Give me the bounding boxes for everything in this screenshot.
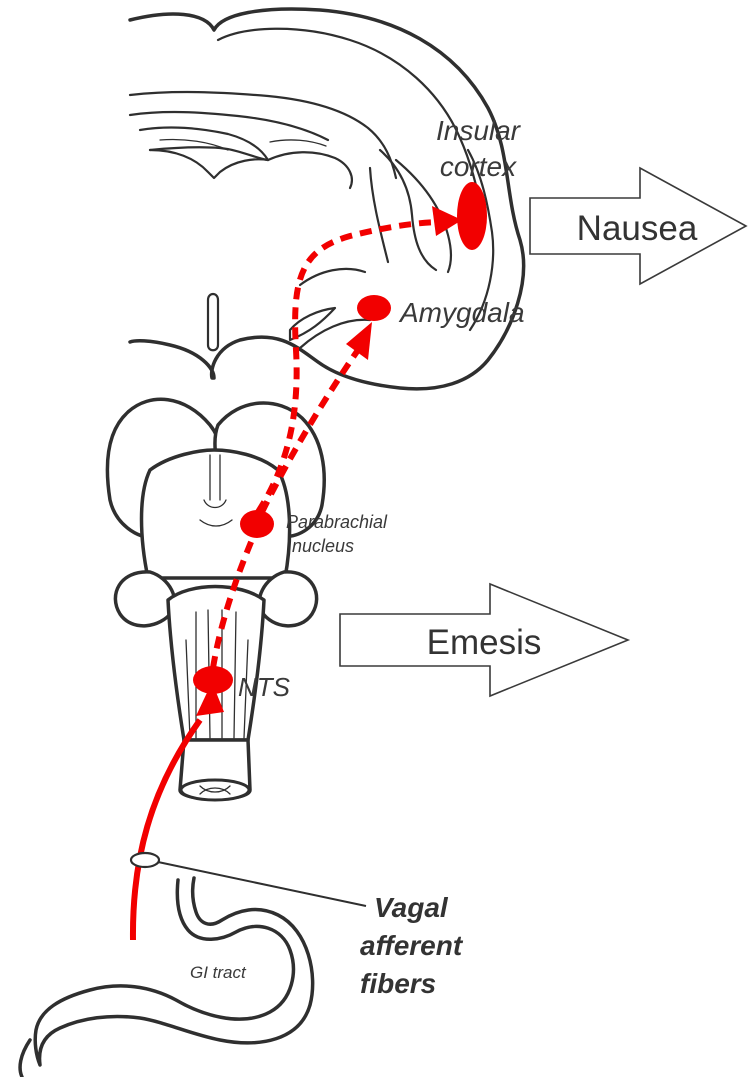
insular-cortex-nucleus [457, 182, 487, 250]
parabrachial-label-line2: nucleus [292, 536, 354, 556]
emesis-label: Emesis [427, 623, 542, 662]
amygdala-label: Amygdala [398, 297, 525, 328]
gi-tract [20, 878, 313, 1077]
parabrachial-label-line1: Parabrachial [286, 512, 388, 532]
insular-cortex-label-line2: cortex [440, 151, 517, 182]
amygdala-nucleus [357, 295, 391, 321]
vagal-label-line1: Vagal [374, 892, 449, 923]
vagal-fiber-marker-icon [131, 853, 159, 867]
parabrachial-nucleus [240, 510, 274, 538]
nausea-label: Nausea [577, 209, 698, 248]
gi-tract-label: GI tract [190, 963, 247, 982]
nts-label: NTS [238, 672, 291, 702]
insular-cortex-label-line1: Insular [436, 115, 522, 146]
vagal-label-line2: afferent [360, 930, 464, 961]
emesis-output-arrow: Emesis [340, 584, 628, 696]
nausea-output-arrow: Nausea [530, 168, 746, 284]
nts-nucleus [193, 666, 233, 694]
vagal-label-line3: fibers [360, 968, 436, 999]
